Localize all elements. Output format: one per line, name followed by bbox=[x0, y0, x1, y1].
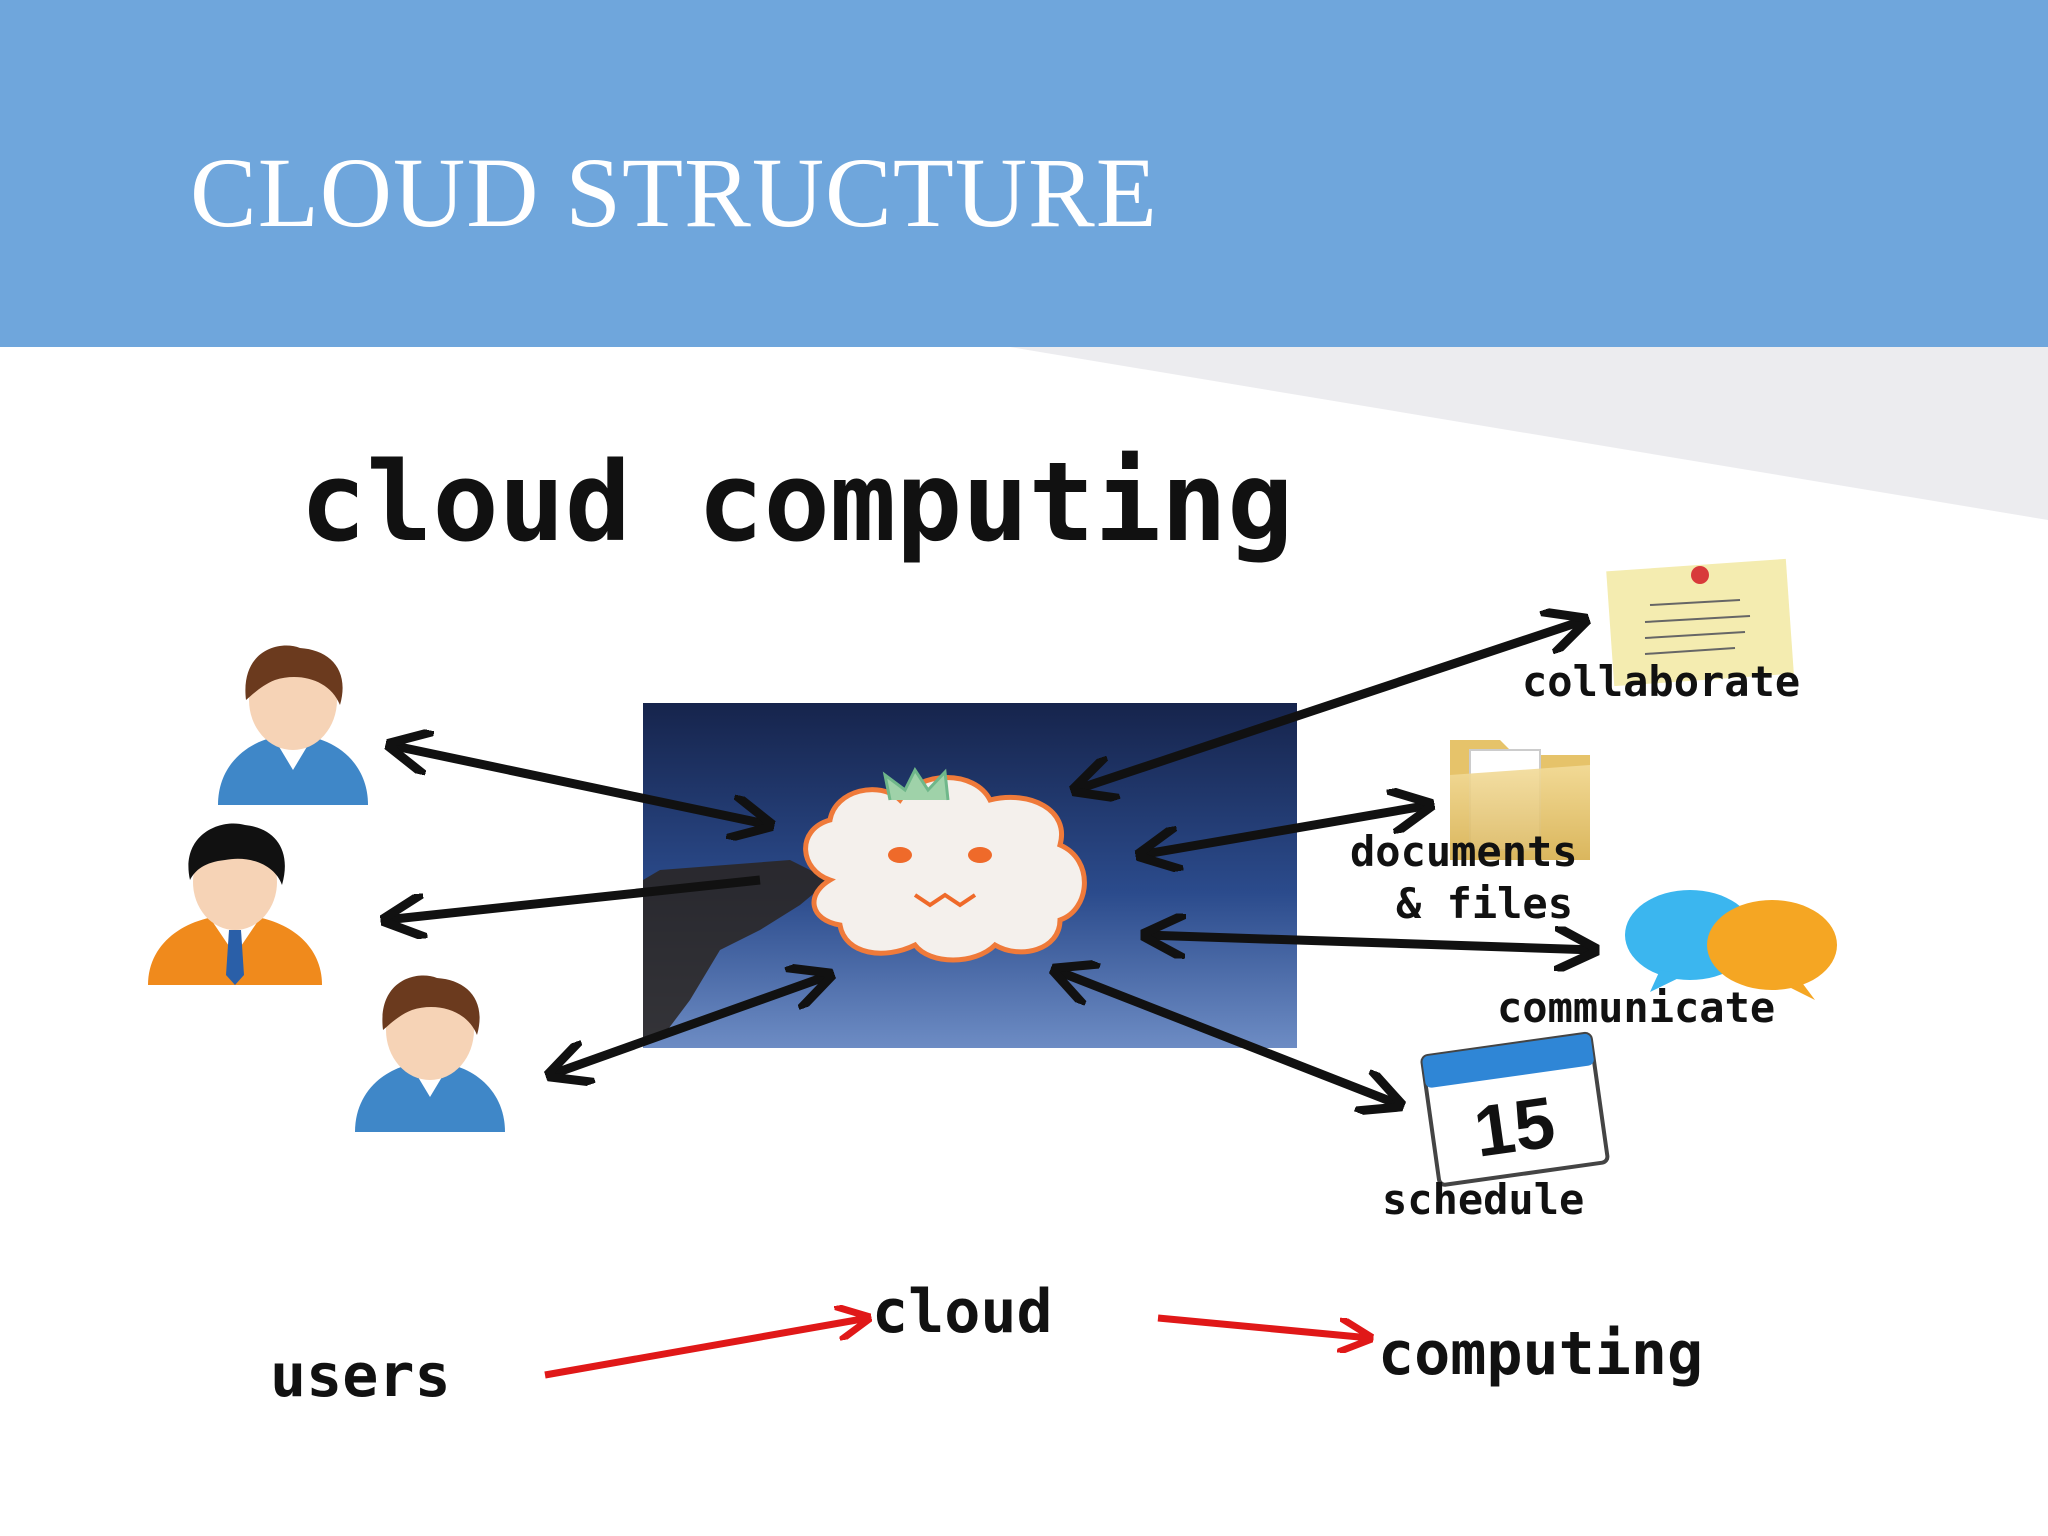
arrow-user1-cloud bbox=[390, 745, 770, 825]
cloud-photo-panel bbox=[643, 703, 1297, 1048]
flow-arrow-users-cloud bbox=[544, 1318, 868, 1379]
flow-arrow-cloud-computing bbox=[1157, 1314, 1370, 1338]
label-collaborate: collaborate bbox=[1522, 657, 1800, 706]
speech-bubbles-icon bbox=[1625, 890, 1837, 1000]
arrow-user3-cloud bbox=[550, 975, 830, 1075]
slide-title: CLOUD STRUCTURE bbox=[190, 137, 1158, 248]
folder-icon bbox=[1450, 740, 1590, 860]
user-avatar-3 bbox=[355, 975, 505, 1132]
label-files: & files bbox=[1396, 879, 1573, 928]
label-communicate: communicate bbox=[1497, 983, 1775, 1032]
calendar-icon: 15 bbox=[1420, 1031, 1610, 1187]
calendar-day: 15 bbox=[1469, 1082, 1559, 1172]
arrow-cloud-communicate bbox=[1145, 935, 1595, 950]
drawn-cloud-icon bbox=[803, 766, 1087, 963]
label-schedule: schedule bbox=[1382, 1175, 1584, 1224]
arrow-cloud-collaborate bbox=[1075, 620, 1585, 790]
sticky-note-icon bbox=[1606, 558, 1794, 687]
user-avatar-2 bbox=[148, 823, 322, 985]
background-wedge bbox=[1010, 347, 2048, 520]
slide-header bbox=[0, 0, 2048, 347]
label-documents: documents bbox=[1350, 827, 1578, 876]
arrow-user2-cloud bbox=[385, 875, 761, 920]
arrow-cloud-documents bbox=[1140, 805, 1430, 855]
flow-cloud: cloud bbox=[872, 1277, 1053, 1347]
user-avatar-1 bbox=[218, 645, 368, 805]
flow-users: users bbox=[270, 1341, 451, 1411]
flow-computing: computing bbox=[1378, 1319, 1703, 1389]
diagram-heading: cloud computing bbox=[300, 438, 1293, 566]
arrow-cloud-schedule bbox=[1055, 970, 1400, 1105]
